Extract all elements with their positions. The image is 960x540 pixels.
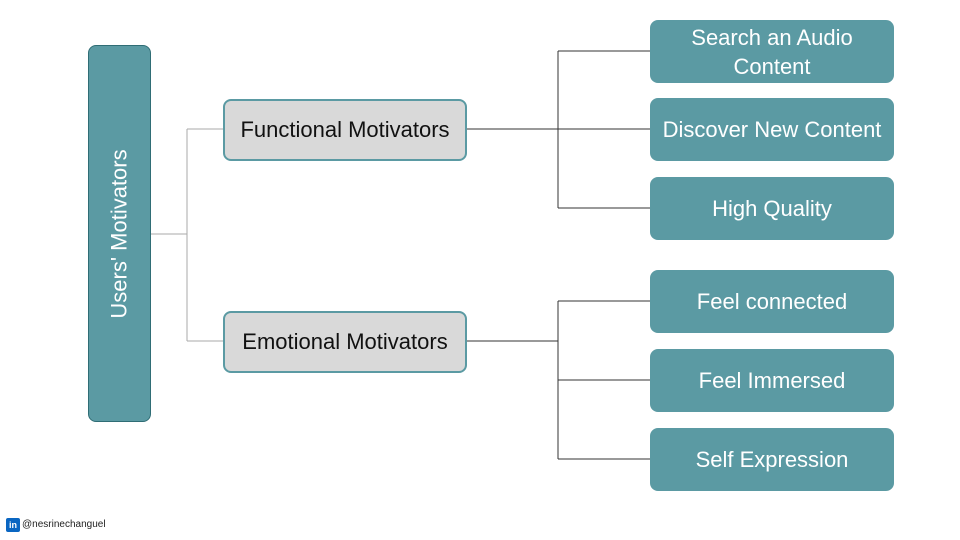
leaf-node-search-audio: Search an Audio Content xyxy=(650,20,894,83)
branch-node-functional: Functional Motivators xyxy=(223,99,467,161)
root-node-label: Users' Motivators xyxy=(106,148,132,319)
leaf-node-feel-connected: Feel connected xyxy=(650,270,894,333)
author-handle[interactable]: @nesrinechanguel xyxy=(22,519,106,530)
leaf-node-discover-content: Discover New Content xyxy=(650,98,894,161)
root-node: Users' Motivators xyxy=(88,45,151,422)
leaf-node-feel-immersed: Feel Immersed xyxy=(650,349,894,412)
linkedin-icon[interactable]: in xyxy=(6,517,20,532)
author-credit: in @nesrinechanguel xyxy=(6,517,106,532)
leaf-node-high-quality: High Quality xyxy=(650,177,894,240)
leaf-node-self-expression: Self Expression xyxy=(650,428,894,491)
branch-node-emotional: Emotional Motivators xyxy=(223,311,467,373)
